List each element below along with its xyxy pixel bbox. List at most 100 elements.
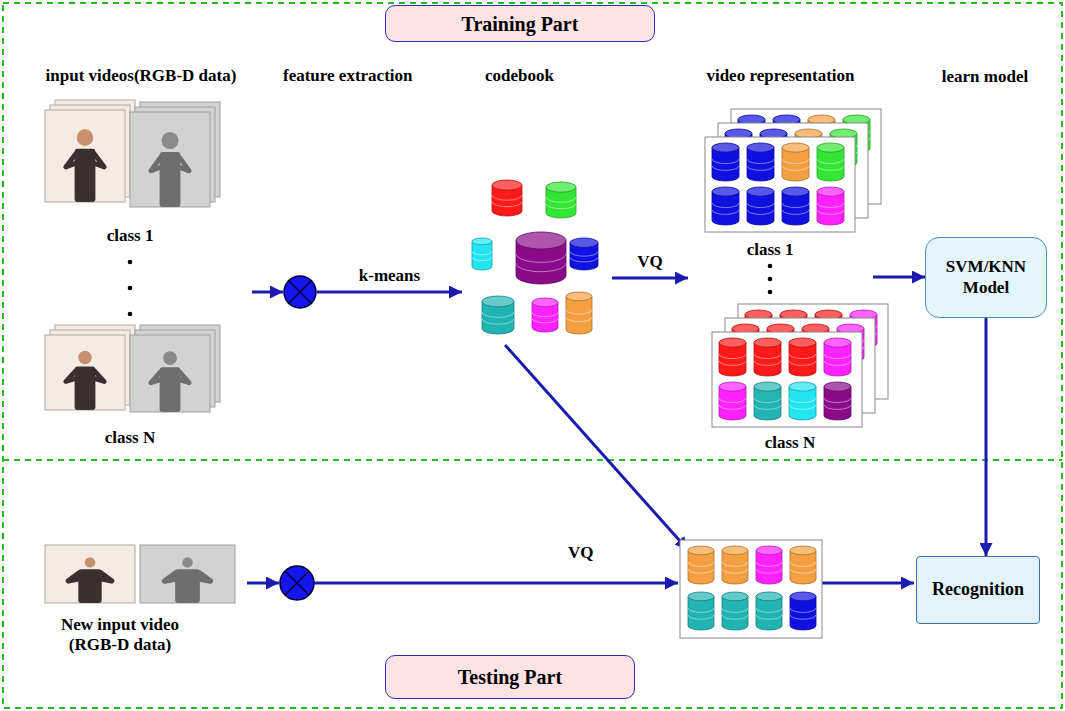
column-heading: learn model: [921, 67, 1049, 87]
cylinder-band: [789, 354, 816, 359]
person-arm: [190, 573, 211, 581]
codeword-cylinder: [790, 592, 816, 630]
rgb-frame: [45, 545, 135, 603]
cylinder-body: [688, 596, 714, 630]
cylinder-top: [790, 546, 816, 555]
circle-outline: [284, 276, 316, 308]
cylinder-top: [722, 592, 748, 601]
cylinder-band: [817, 203, 844, 208]
cylinder-band: [712, 210, 739, 215]
cylinder-band: [747, 210, 774, 215]
depth-frame: [130, 335, 210, 412]
person-arm: [172, 158, 189, 171]
codeword-cylinder: [719, 382, 746, 420]
codeword-cylinder: [789, 382, 816, 420]
cylinder-body: [472, 241, 492, 270]
cylinder-band: [790, 562, 816, 566]
cylinder-body: [817, 192, 844, 225]
cylinder-band: [516, 263, 566, 272]
cylinder-band: [492, 195, 522, 200]
codeword-cylinder: [756, 592, 782, 630]
video-representation-group: video representationclass 1class N: [688, 62, 873, 460]
cylinder-band: [492, 202, 522, 207]
cylinder-body: [789, 387, 816, 420]
cylinder-band: [790, 569, 816, 573]
person-torso: [175, 569, 200, 603]
cylinder-band: [756, 615, 782, 619]
input-video-group: input videos(RGB-D data)class 1class N: [30, 62, 252, 452]
cylinder-top: [747, 187, 774, 196]
person-torso: [160, 152, 181, 207]
part-frame: [3, 3, 1062, 708]
codeword-cylinder: [817, 143, 844, 181]
codebook-group: codebook: [462, 170, 612, 348]
flow-arrow: [822, 582, 914, 585]
cylinder-top: [747, 143, 774, 152]
cylinder-band: [712, 166, 739, 171]
cylinder-band: [719, 398, 746, 403]
person-torso: [75, 367, 96, 411]
cylinder-band: [817, 210, 844, 215]
ellipsis-dot: [128, 286, 133, 291]
flow-arrow: [252, 291, 283, 294]
flow-arrow: [612, 277, 688, 280]
cylinder-top: [532, 298, 558, 307]
box-label: Recognition: [932, 579, 1024, 601]
cylinder-band: [756, 608, 782, 612]
codeword-cylinder: [782, 143, 809, 181]
cylinder-top: [789, 382, 816, 391]
cylinder-top: [789, 338, 816, 347]
flow-arrow: [505, 345, 688, 550]
ellipsis-dot: [768, 264, 773, 269]
cylinder-top: [688, 592, 714, 601]
codeword-cylinder: [722, 592, 748, 630]
cylinder-body: [688, 550, 714, 584]
cylinder-body: [719, 343, 746, 376]
feature-extraction-symbol: [283, 275, 317, 309]
cylinder-body: [719, 387, 746, 420]
cylinder-top: [719, 338, 746, 347]
cylinder-top: [566, 292, 592, 301]
cylinder-band: [790, 615, 816, 619]
cylinder-band: [546, 197, 576, 202]
cylinder-band: [688, 615, 714, 619]
codeword-cylinder: [824, 338, 851, 376]
cylinder-top: [482, 296, 514, 307]
column-heading: video representation: [688, 66, 873, 86]
cylinder-top: [756, 546, 782, 555]
cylinder-band: [747, 203, 774, 208]
codeword-cylinder: [747, 143, 774, 181]
cylinder-band: [516, 254, 566, 263]
cylinder-top: [722, 546, 748, 555]
depth-frame: [140, 545, 235, 603]
cylinder-band: [719, 405, 746, 410]
person-head: [182, 557, 192, 567]
person-arm: [151, 158, 168, 171]
person-arm: [66, 154, 83, 167]
codeword-cylinder: [789, 338, 816, 376]
cylinder-top: [754, 382, 781, 391]
cylinder-top: [712, 187, 739, 196]
column-heading: feature extraction: [283, 66, 413, 86]
cylinder-top: [756, 592, 782, 601]
cylinder-top: [719, 382, 746, 391]
cylinder-band: [719, 354, 746, 359]
cylinder-band: [756, 569, 782, 573]
cylinder-body: [789, 343, 816, 376]
codeword-cylinder: [790, 546, 816, 584]
cylinder-body: [824, 387, 851, 420]
person-arm: [87, 371, 104, 382]
codeword-cylinder: [546, 182, 576, 218]
class-label: class N: [70, 428, 190, 448]
flow-arrow: [317, 291, 462, 294]
cylinder-band: [566, 310, 592, 314]
codeword-cylinder: [817, 187, 844, 225]
cylinder-band: [824, 405, 851, 410]
codeword-cylinder: [719, 338, 746, 376]
cylinder-body: [754, 387, 781, 420]
cylinder-top: [570, 238, 598, 248]
person-arm: [151, 372, 168, 383]
